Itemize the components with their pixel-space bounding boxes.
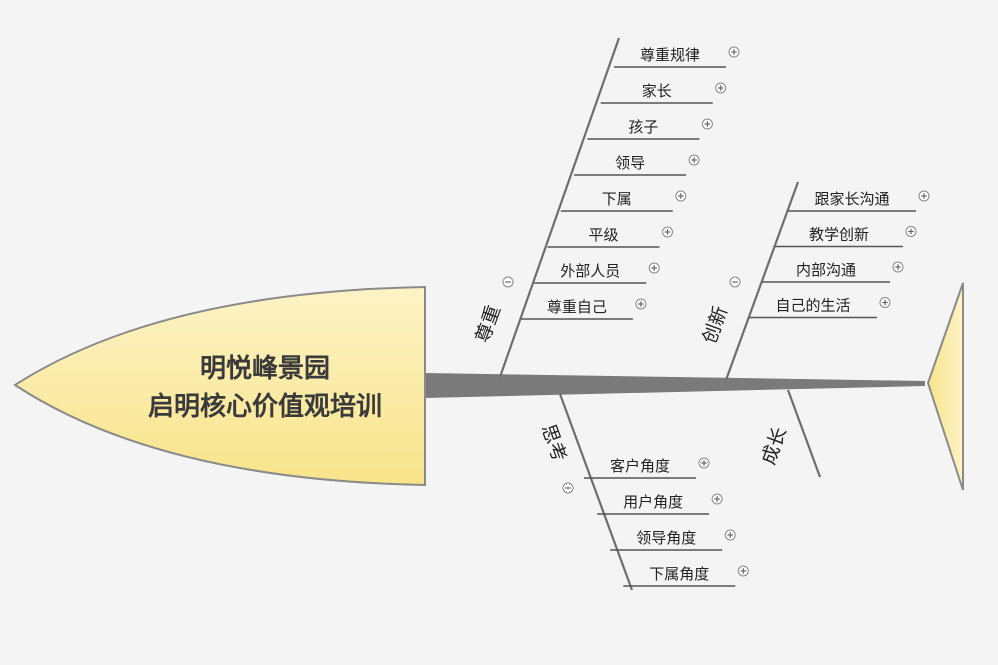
leaf-label: 孩子 [628, 118, 658, 136]
leaf-innovation-2[interactable]: 内部沟通 [762, 261, 904, 283]
leaf-expand-toggle[interactable] [892, 261, 904, 273]
branch-thinking-label: 思考 [537, 421, 571, 464]
leaf-expand-toggle[interactable] [662, 226, 673, 238]
leaf-expand-toggle[interactable] [688, 154, 700, 166]
leaf-thinking-0[interactable]: 客户角度 [584, 457, 710, 479]
fish-tail [926, 282, 964, 491]
leaf-label: 家长 [642, 82, 672, 100]
leaf-expand-toggle[interactable] [737, 565, 749, 577]
leaf-expand-toggle[interactable] [724, 529, 736, 541]
leaf-label: 客户角度 [610, 457, 670, 475]
leaf-label: 领导角度 [636, 529, 696, 547]
leaf-label: 下属 [602, 190, 632, 208]
branch-thinking-collapse-toggle[interactable] [562, 482, 574, 494]
leaf-respect-6[interactable]: 外部人员 [534, 262, 660, 284]
leaf-label: 用户角度 [623, 493, 683, 511]
leaf-innovation-3[interactable]: 自己的生活 [749, 297, 891, 319]
branch-innovation-label: 创新 [699, 303, 733, 346]
leaf-label: 跟家长沟通 [814, 190, 889, 208]
leaf-label: 下属角度 [649, 565, 709, 583]
leaf-expand-toggle[interactable] [648, 262, 660, 274]
branch-growth[interactable]: 成长 [758, 389, 822, 478]
fish-head-shape [13, 285, 426, 487]
leaf-expand-toggle[interactable] [879, 297, 891, 308]
leaf-expand-toggle[interactable] [698, 457, 710, 469]
leaf-expand-toggle[interactable] [675, 190, 687, 202]
leaf-expand-toggle[interactable] [635, 298, 647, 310]
branch-respect-bone [498, 37, 621, 378]
leaf-respect-3[interactable]: 领导 [574, 154, 700, 176]
branch-respect-label: 尊重 [472, 302, 506, 345]
leaf-respect-5[interactable]: 平级 [547, 226, 673, 248]
leaf-label: 平级 [588, 226, 618, 244]
leaf-label: 尊重自己 [547, 298, 607, 316]
branch-innovation-collapse-toggle[interactable] [729, 276, 741, 288]
fish-spine [425, 373, 925, 398]
branch-thinking-bone [558, 393, 634, 591]
head-title-line2: 启明核心价值观培训 [148, 391, 382, 422]
leaf-respect-0[interactable]: 尊重规律 [614, 46, 740, 68]
leaf-expand-toggle[interactable] [711, 493, 723, 505]
fish-head[interactable]: 明悦峰景园 启明核心价值观培训 [13, 285, 426, 487]
leaf-thinking-2[interactable]: 领导角度 [610, 529, 736, 551]
branch-growth-bone [786, 389, 822, 478]
leaf-expand-toggle[interactable] [715, 82, 727, 94]
leaf-innovation-0[interactable]: 跟家长沟通 [788, 190, 930, 212]
head-title-line1: 明悦峰景园 [200, 353, 330, 384]
leaf-thinking-3[interactable]: 下属角度 [623, 565, 749, 587]
leaf-expand-toggle[interactable] [701, 118, 713, 130]
leaf-label: 教学创新 [809, 226, 869, 244]
leaf-label: 外部人员 [560, 262, 620, 280]
leaf-label: 内部沟通 [796, 261, 856, 279]
leaf-expand-toggle[interactable] [918, 190, 930, 202]
leaf-label: 领导 [615, 154, 645, 172]
branch-respect-collapse-toggle[interactable] [502, 276, 514, 288]
leaf-expand-toggle[interactable] [728, 46, 740, 58]
leaf-respect-2[interactable]: 孩子 [587, 118, 713, 140]
leaf-expand-toggle[interactable] [905, 226, 917, 237]
leaf-respect-1[interactable]: 家长 [600, 82, 727, 104]
branch-growth-label: 成长 [758, 424, 792, 467]
leaf-label: 尊重规律 [640, 46, 700, 64]
leaf-thinking-1[interactable]: 用户角度 [597, 493, 723, 515]
leaf-respect-7[interactable]: 尊重自己 [520, 298, 647, 320]
leaf-respect-4[interactable]: 下属 [560, 190, 687, 212]
leaf-innovation-1[interactable]: 教学创新 [775, 226, 917, 248]
branch-innovation-bone [724, 181, 800, 381]
leaf-label: 自己的生活 [775, 297, 850, 315]
